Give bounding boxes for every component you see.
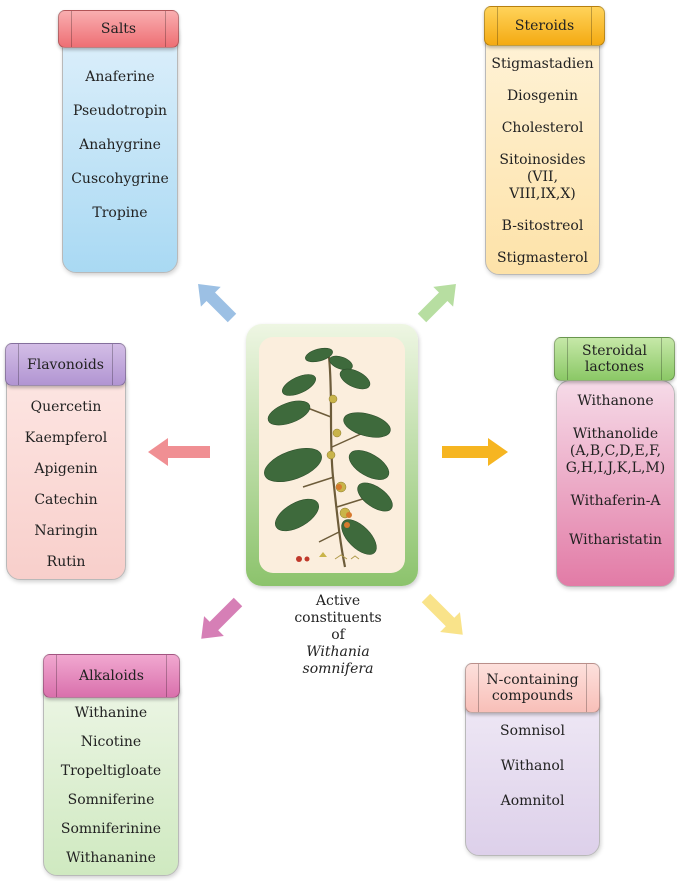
salts-item: Anahygrine bbox=[79, 137, 161, 153]
alkaloids-item: Nicotine bbox=[80, 734, 142, 750]
steroidal-lactones-card: Withanone Withanolide (A,B,C,D,E,F, G,H,… bbox=[556, 380, 675, 587]
caption-line: constituents bbox=[294, 610, 382, 626]
alkaloids-title: Alkaloids bbox=[43, 654, 180, 698]
steroidal-lactones-item: Witharistatin bbox=[568, 532, 663, 548]
alkaloids-item: Somniferine bbox=[67, 792, 155, 808]
caption-line: Active bbox=[315, 593, 361, 609]
steroids-item: Stigmasterol bbox=[497, 250, 588, 266]
n-containing-list: Somnisol Withanol Aomnitol bbox=[466, 723, 599, 810]
steroidal-lactones-item: Withaferin-A bbox=[570, 493, 661, 509]
alkaloids-item: Withanine bbox=[74, 705, 148, 721]
n-containing-item: Aomnitol bbox=[500, 793, 565, 809]
alkaloids-item: Withananine bbox=[66, 850, 156, 866]
salts-item: Cuscohygrine bbox=[71, 171, 169, 187]
steroids-item: B-sitostreol bbox=[501, 218, 584, 234]
flavonoids-list: Quercetin Kaempferol Apigenin Catechin N… bbox=[7, 399, 125, 571]
steroidal-lactones-item: Withanone bbox=[577, 393, 654, 409]
n-containing-item: Somnisol bbox=[500, 723, 565, 739]
salts-title: Salts bbox=[58, 10, 179, 48]
steroidal-lactones-list: Withanone Withanolide (A,B,C,D,E,F, G,H,… bbox=[557, 393, 674, 549]
alkaloids-item: Somniferinine bbox=[60, 821, 162, 837]
salts-card: Anaferine Pseudotropin Anahygrine Cuscoh… bbox=[62, 20, 178, 273]
steroids-item: Diosgenin bbox=[506, 88, 579, 104]
flavonoids-item: Rutin bbox=[46, 554, 86, 570]
caption-line: of bbox=[331, 627, 345, 643]
steroids-item: Stigmastadien bbox=[491, 56, 594, 72]
steroids-list: Stigmastadien Diosgenin Cholesterol Sito… bbox=[486, 56, 599, 267]
withania-plant-illustration bbox=[259, 337, 405, 573]
salts-item: Anaferine bbox=[85, 69, 155, 85]
salts-list: Anaferine Pseudotropin Anahygrine Cuscoh… bbox=[63, 69, 177, 222]
flavonoids-title: Flavonoids bbox=[5, 343, 126, 386]
flavonoids-item: Naringin bbox=[34, 523, 98, 539]
steroidal-lactones-title: Steroidal lactones bbox=[554, 337, 675, 381]
flavonoids-item: Quercetin bbox=[30, 399, 102, 415]
salts-item: Pseudotropin bbox=[72, 103, 168, 119]
steroids-card: Stigmastadien Diosgenin Cholesterol Sito… bbox=[485, 28, 600, 275]
flavonoids-item: Catechin bbox=[34, 492, 98, 508]
salts-item: Tropine bbox=[92, 205, 148, 221]
n-containing-card: Somnisol Withanol Aomnitol bbox=[465, 685, 600, 856]
alkaloids-list: Withanine Nicotine Tropeltigloate Somnif… bbox=[44, 705, 178, 867]
flavonoids-item: Apigenin bbox=[34, 461, 98, 477]
steroids-item: Sitoinosides (VII, VIII,IX,X) bbox=[499, 152, 586, 202]
caption-species: somnifera bbox=[302, 661, 374, 677]
n-containing-title: N-containing compounds bbox=[465, 663, 600, 713]
caption-species: Withania bbox=[306, 644, 370, 660]
center-caption: Active constituents of Withania somnifer… bbox=[270, 593, 406, 678]
alkaloids-item: Tropeltigloate bbox=[60, 763, 162, 779]
steroids-title: Steroids bbox=[484, 6, 605, 46]
flavonoids-item: Kaempferol bbox=[24, 430, 108, 446]
alkaloids-card: Withanine Nicotine Tropeltigloate Somnif… bbox=[43, 677, 179, 876]
steroids-item: Cholesterol bbox=[501, 120, 584, 136]
steroidal-lactones-item: Withanolide (A,B,C,D,E,F, G,H,I,J,K,L,M) bbox=[565, 426, 666, 476]
n-containing-item: Withanol bbox=[500, 758, 565, 774]
